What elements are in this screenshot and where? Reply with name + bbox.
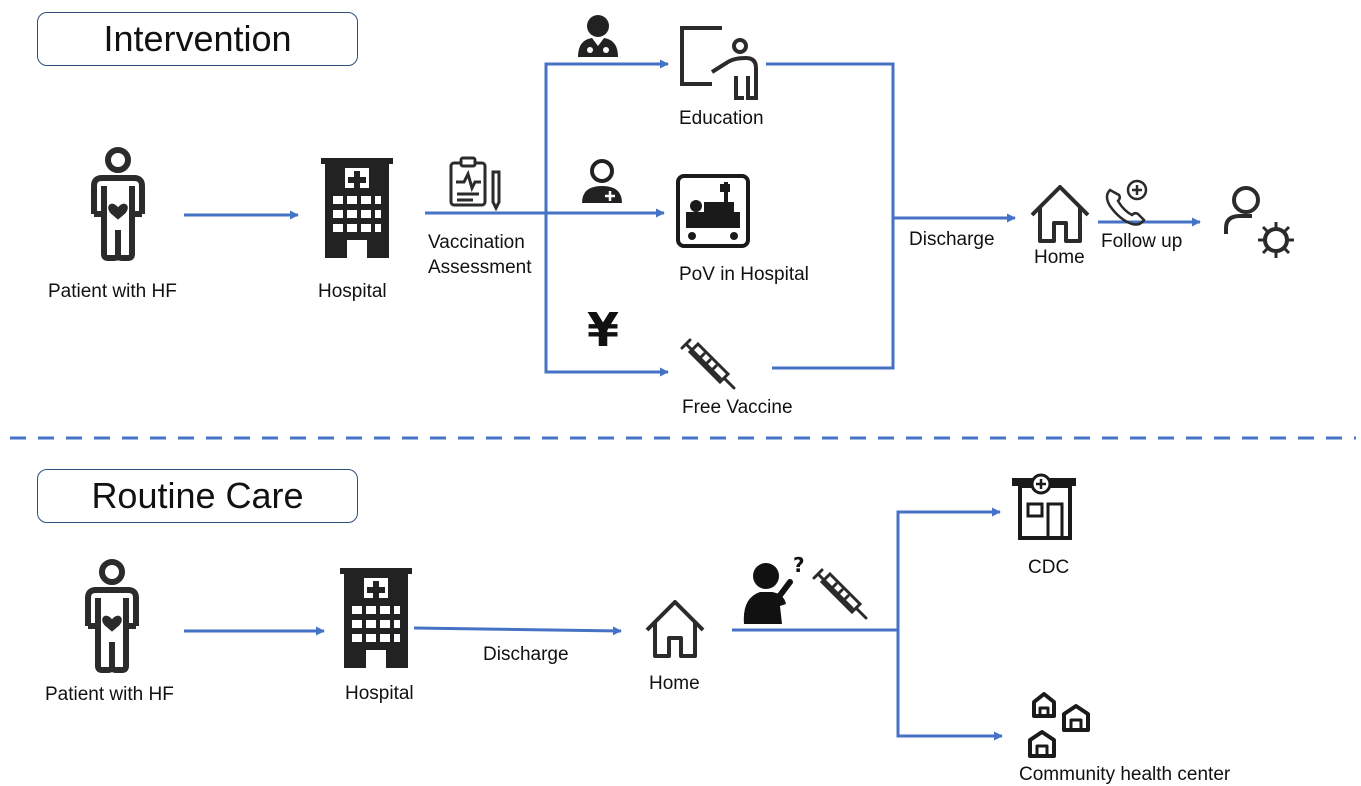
cdc-building-icon <box>1012 473 1076 540</box>
cdc-label: CDC <box>1028 557 1070 578</box>
discharge-label-routine: Discharge <box>483 644 569 665</box>
yen-icon: ¥ <box>587 303 619 357</box>
hospital-label: Hospital <box>318 281 387 302</box>
patient-label: Patient with HF <box>48 281 177 302</box>
pov-label: PoV in Hospital <box>679 264 809 285</box>
patient-label-routine: Patient with HF <box>45 684 174 705</box>
home-icon <box>1030 185 1090 243</box>
community-label: Community health center <box>1019 764 1231 785</box>
hospital-label-routine: Hospital <box>345 683 414 704</box>
education-label: Education <box>679 108 764 129</box>
hospital-building-icon <box>321 158 393 258</box>
arrow-hospital-home-routine <box>413 626 622 636</box>
community-houses-icon <box>1028 692 1090 758</box>
phone-plus-icon <box>1105 179 1148 226</box>
free-vaccine-label: Free Vaccine <box>682 397 793 418</box>
intervention-title: Intervention <box>103 18 292 59</box>
routine-care-title: Routine Care <box>91 475 304 516</box>
follow-up-label: Follow up <box>1101 231 1183 252</box>
discharge-label: Discharge <box>909 229 995 250</box>
doctor-icon <box>578 15 618 57</box>
assessment-label-line2: Assessment <box>428 257 532 278</box>
user-virus-icon <box>1224 186 1294 258</box>
home-label-routine: Home <box>649 673 700 694</box>
teacher-whiteboard-icon <box>680 26 758 100</box>
routine-care-title-box: Routine Care <box>37 469 358 523</box>
hospital-bed-icon <box>676 174 750 248</box>
arrow-to-cdc <box>896 507 1001 630</box>
patient-icon-routine <box>88 562 136 670</box>
confused-person-icon: ? <box>743 553 805 624</box>
nurse-icon <box>582 159 622 203</box>
hospital-building-icon-routine <box>340 568 412 668</box>
syringe-icon-routine <box>812 568 868 620</box>
arrow-to-education <box>544 59 669 213</box>
patient-icon <box>94 150 142 258</box>
line-education-merge <box>766 62 895 218</box>
svg-text:?: ? <box>793 553 805 577</box>
line-vaccine-merge <box>772 218 895 370</box>
home-label: Home <box>1034 247 1085 268</box>
arrow-to-free-vaccine <box>544 213 669 377</box>
syringe-icon <box>680 338 736 390</box>
home-icon-routine <box>645 600 705 658</box>
arrow-to-community <box>896 630 1003 741</box>
intervention-title-box: Intervention <box>37 12 358 66</box>
assessment-label-line1: Vaccination <box>428 232 525 253</box>
clipboard-assessment-icon <box>449 156 501 212</box>
